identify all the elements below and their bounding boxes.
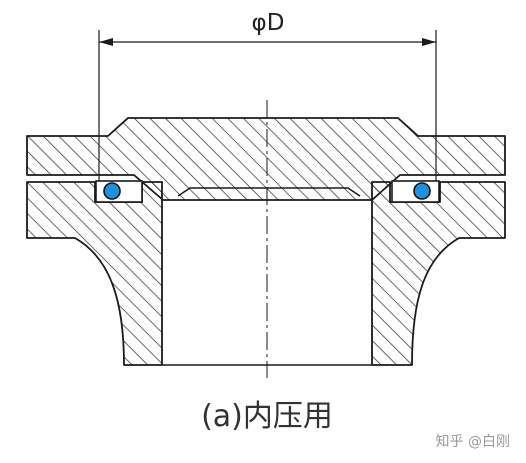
diagram-caption: (a)内压用 bbox=[201, 399, 333, 434]
o-ring-left-icon bbox=[103, 182, 121, 200]
o-ring-right-icon bbox=[413, 182, 431, 200]
arrow-left-icon bbox=[99, 38, 113, 46]
cover-plate bbox=[26, 117, 506, 201]
flange-right bbox=[371, 181, 506, 366]
cover-recess-line bbox=[177, 187, 361, 197]
arrow-right-icon bbox=[422, 38, 436, 46]
flange-left bbox=[26, 181, 163, 366]
dimension-label: φD bbox=[252, 10, 285, 36]
watermark: 知乎 @白刚 bbox=[436, 433, 510, 450]
